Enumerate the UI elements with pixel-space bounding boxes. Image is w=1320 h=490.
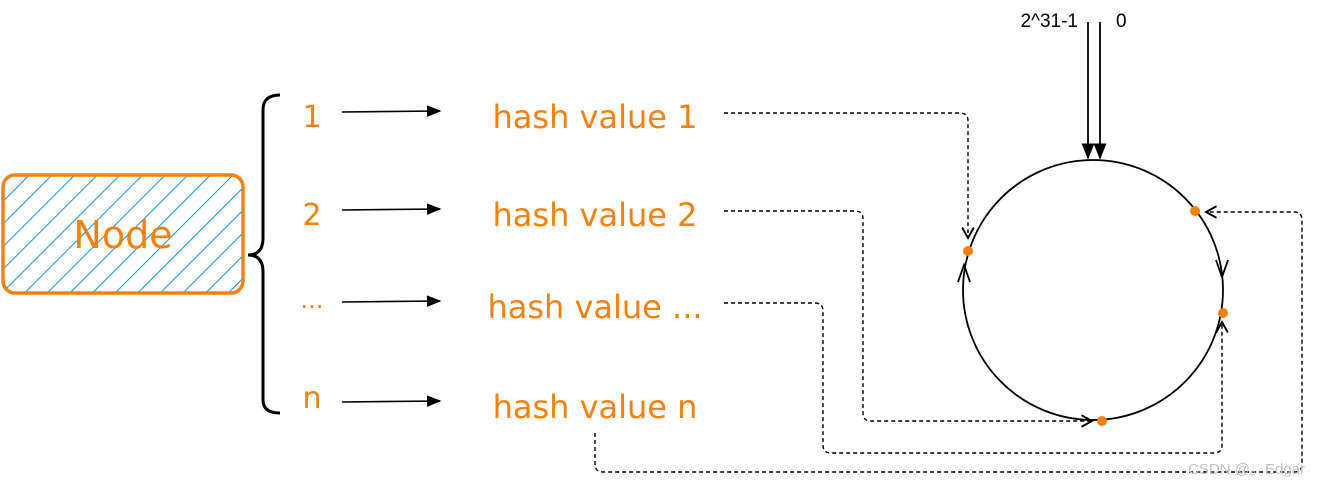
ring-point-4 — [1097, 416, 1107, 426]
node-box: Node — [1, 173, 245, 295]
connector-hash-2 — [724, 210, 1094, 428]
index-label-1: 1 — [302, 100, 321, 135]
index-to-hash-arrows — [341, 105, 442, 407]
curly-brace — [247, 93, 281, 415]
index-label-n: n — [302, 381, 321, 416]
ring-start-arrows — [1081, 22, 1107, 160]
hash-ring — [957, 159, 1229, 426]
hash-label-n: hash value n — [493, 388, 698, 426]
hash-label-1: hash value 1 — [493, 98, 698, 136]
arrow-n — [341, 395, 442, 407]
ring-direction-arrow-right — [1215, 259, 1229, 280]
hash-label-dots: hash value ... — [487, 288, 702, 326]
ring-point-3 — [1218, 308, 1228, 318]
node-label: Node — [73, 213, 172, 257]
ring-direction-arrow-left — [957, 262, 971, 283]
connector-hash-n — [594, 205, 1303, 473]
connector-hash-dots — [724, 302, 1229, 454]
dashed-connectors — [594, 112, 1303, 473]
hash-label-2: hash value 2 — [493, 196, 698, 234]
ring-zero-label: 0 — [1116, 11, 1127, 32]
watermark: CSDN @。Edgar — [1188, 461, 1305, 478]
index-label-dots: ... — [301, 286, 324, 314]
ring-point-1 — [963, 246, 973, 256]
connector-hash-1 — [724, 112, 975, 240]
arrow-1 — [341, 105, 442, 117]
ring-circle — [962, 159, 1224, 421]
arrow-2 — [341, 203, 442, 215]
index-label-2: 2 — [302, 198, 321, 233]
ring-point-2 — [1190, 206, 1200, 216]
ring-max-label: 2^31-1 — [1020, 11, 1078, 32]
arrow-dots — [341, 295, 442, 307]
